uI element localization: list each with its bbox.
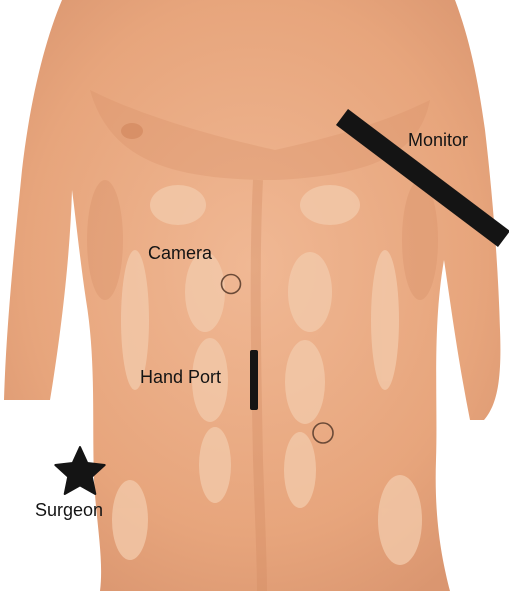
camera-label: Camera <box>148 243 213 263</box>
accessory-port-icon <box>312 422 334 444</box>
pectoral-shading <box>90 90 430 180</box>
monitor-label: Monitor <box>408 130 468 150</box>
abdominal-muscle-highlights <box>112 185 422 565</box>
hand-port-incision-icon <box>250 350 258 410</box>
surgeon-star-icon <box>54 446 106 495</box>
nipple <box>121 123 143 139</box>
hand-port-label: Hand Port <box>140 367 221 387</box>
linea-alba-shading <box>250 179 267 591</box>
surgeon-label: Surgeon <box>35 500 103 520</box>
monitor-bar-icon <box>335 109 509 247</box>
camera-port-icon <box>220 273 242 295</box>
side-shading <box>87 180 438 300</box>
